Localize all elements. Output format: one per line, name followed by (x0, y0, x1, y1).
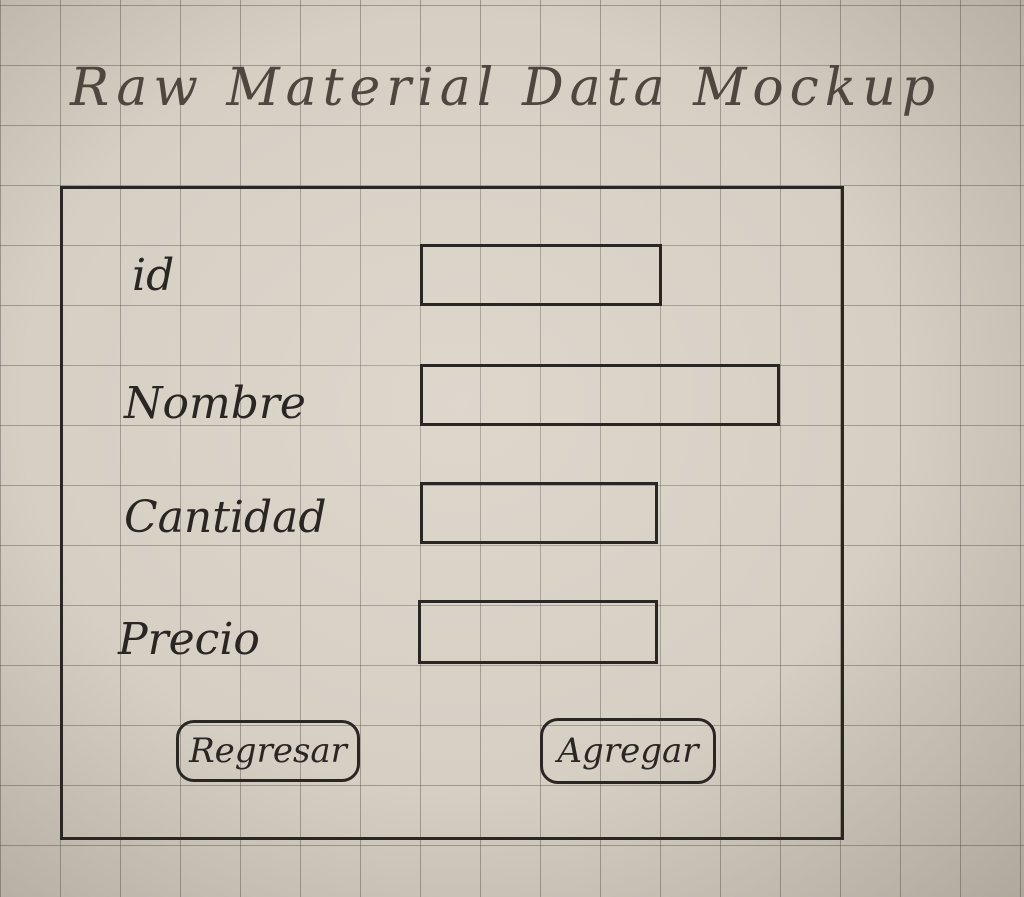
precio-field[interactable] (418, 600, 658, 664)
agregar-button[interactable]: Agregar (540, 718, 716, 784)
page-title: Raw Material Data Mockup (70, 58, 942, 118)
id-field[interactable] (420, 244, 662, 306)
id-label: id (132, 250, 175, 301)
cantidad-field[interactable] (420, 482, 658, 544)
nombre-label: Nombre (124, 378, 306, 429)
precio-label: Precio (118, 614, 260, 665)
cantidad-label: Cantidad (124, 492, 327, 543)
nombre-field[interactable] (420, 364, 780, 426)
form-frame (60, 186, 844, 840)
regresar-button[interactable]: Regresar (176, 720, 360, 782)
